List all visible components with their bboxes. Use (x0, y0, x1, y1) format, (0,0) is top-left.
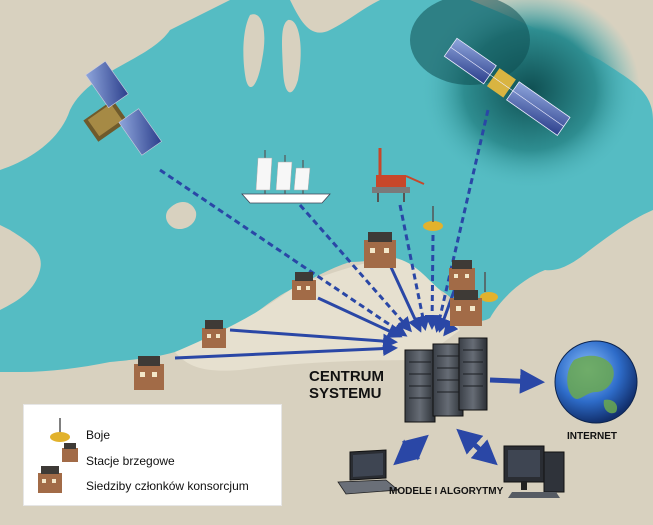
buoy-icon (480, 272, 498, 302)
models-label: MODELE I ALGORYTMY (389, 486, 504, 497)
rig-link (398, 204, 430, 331)
station-link (174, 341, 398, 360)
deep-water (410, 0, 530, 85)
satellite-icon (83, 60, 162, 156)
coastal-station-icon (364, 232, 396, 268)
consortium-office-icon (38, 466, 62, 493)
coastal-station-icon (134, 356, 164, 390)
system-center-label-line2: SYSTEMU (309, 385, 382, 402)
ship-link (298, 204, 412, 333)
station-link (317, 296, 403, 338)
coastal-station-icon (449, 260, 475, 290)
system-center-label-line1: CENTRUM (309, 368, 384, 385)
buoy-icon (423, 206, 443, 231)
legend-label-coastal-stations: Stacje brzegowe (86, 454, 175, 468)
globe-icon (554, 340, 638, 424)
coastal-station-icon (202, 320, 226, 348)
satellite-icon (443, 37, 571, 136)
legend-item-consortium-offices: Siedziby członków konsorcjum (24, 466, 281, 495)
laptop-link (393, 434, 429, 466)
legend-label-consortium-offices: Siedziby członków konsorcjum (86, 479, 249, 493)
sailing-ship-icon (241, 150, 331, 204)
laptop-icon (337, 449, 400, 495)
buoy-link (424, 234, 440, 330)
server-cluster-icon (404, 337, 488, 423)
legend-item-coastal-stations: Stacje brzegowe (24, 443, 281, 470)
coastal-station-icon (62, 443, 78, 462)
desktop-computer-icon (503, 445, 565, 498)
dashed-links (159, 109, 490, 337)
internet-link (489, 368, 545, 394)
desktop-link (456, 428, 498, 466)
island (166, 201, 197, 230)
station-link (229, 328, 398, 349)
legend-label-buoys: Boje (86, 428, 111, 442)
coastal-station-icon (450, 290, 482, 326)
legend: Boje Stacje brzegowe Siedziby członków k… (23, 404, 282, 506)
internet-label: INTERNET (567, 431, 617, 442)
island (282, 19, 301, 93)
coastal-station-icon (292, 272, 316, 300)
oil-rig-icon (372, 148, 425, 202)
satellite-link (432, 109, 490, 333)
buoy-icon (50, 418, 70, 442)
legend-item-buoys: Boje (24, 418, 281, 444)
island (243, 14, 265, 88)
station-link (388, 264, 422, 333)
system-center-label: CENTRUM SYSTEMU (309, 368, 384, 402)
